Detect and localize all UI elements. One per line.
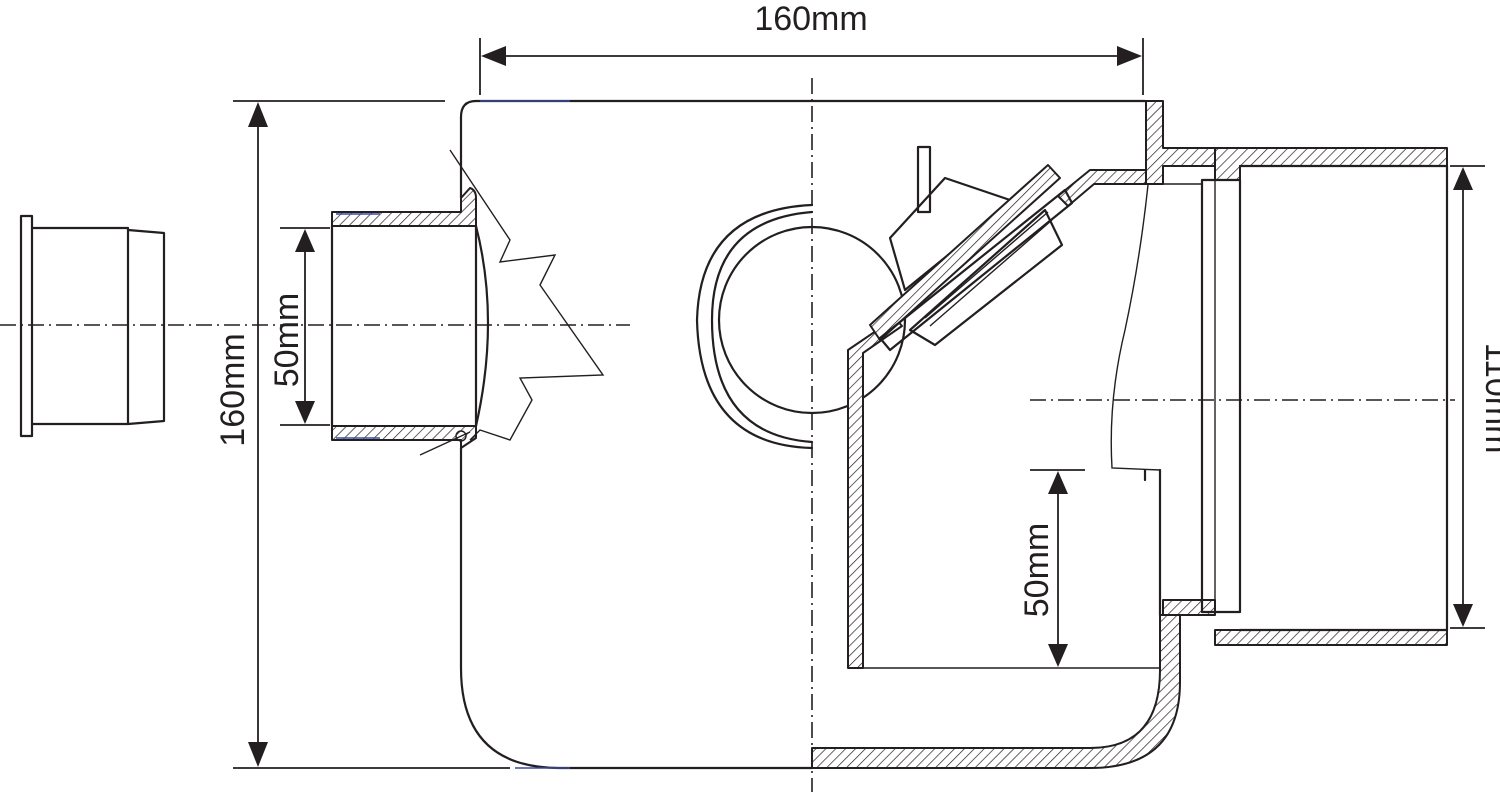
inlet-pipe xyxy=(330,149,605,456)
check-valve xyxy=(869,145,1074,352)
dimension-top-width: 160mm xyxy=(479,0,1144,95)
center-lines xyxy=(0,78,1455,792)
dimension-label-inlet: 50mm xyxy=(268,293,306,387)
dimension-label-outlet: 110mm xyxy=(1478,343,1500,454)
dimension-label-top: 160mm xyxy=(754,0,867,38)
dimension-outlet-diameter: 110mm xyxy=(1450,165,1500,629)
dimension-water-seal: 50mm xyxy=(1018,469,1085,667)
dimension-label-left: 160mm xyxy=(214,333,252,446)
dimension-label-seal: 50mm xyxy=(1018,523,1056,617)
outlet-pipe xyxy=(1162,147,1449,646)
end-cap xyxy=(19,214,166,438)
baffle-wall xyxy=(847,100,1216,669)
trap-body xyxy=(459,99,1181,770)
dimension-inlet-diameter: 50mm xyxy=(268,227,330,426)
dimension-left-height: 160mm xyxy=(214,100,510,769)
